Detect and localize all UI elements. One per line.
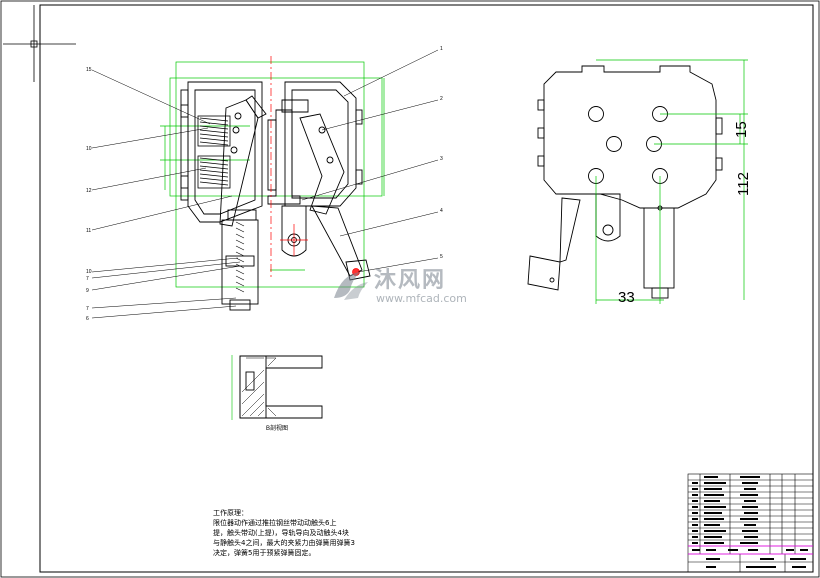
leader-label: 3 [440, 156, 443, 162]
front-view [160, 61, 385, 311]
section-caption: B剖视图 [266, 424, 288, 432]
leader-label: 10 [86, 146, 92, 152]
note-line: 决定，弹簧5用于预紧弹簧固定。 [213, 549, 316, 557]
note-line: 限位器动作通过推拉钢丝带动动触头6上 [213, 519, 337, 527]
front-view-dimension-lines [160, 61, 385, 288]
dimension-label: 33 [618, 289, 635, 306]
watermark: 沐风网 www.mfcad.com [330, 262, 500, 310]
mfcad-logo-icon [334, 272, 368, 300]
watermark-name: 沐风网 [374, 268, 447, 293]
leader-label: 7 [86, 306, 89, 312]
thread-hatch [235, 221, 245, 293]
note-line: 工作原理： [213, 509, 248, 517]
leader-label: 11 [86, 228, 91, 234]
crosshair-cursor [3, 5, 76, 82]
leader-label: 12 [86, 188, 92, 194]
leader-label: 7 [86, 276, 89, 282]
watermark-url: www.mfcad.com [376, 292, 467, 305]
leader-label: 10 [86, 269, 92, 275]
leader-lines-left [91, 69, 241, 319]
leader-label: 5 [440, 254, 443, 260]
working-principle-notes: 工作原理： 限位器动作通过推拉钢丝带动动触头6上 提，触头带动(上提)，导轨导向… [213, 508, 403, 558]
leader-label: 9 [86, 288, 89, 294]
note-line: 与静触头4之间，最大的夹紧力由弹簧用弹簧3 [213, 539, 355, 547]
leader-lines-right [301, 49, 439, 273]
spring-stack [197, 115, 231, 189]
leader-label: 6 [86, 316, 89, 322]
section-view [231, 355, 323, 420]
title-block-text-marks [692, 476, 808, 568]
leader-label: 4 [440, 208, 443, 214]
side-view-dimensions [595, 59, 748, 304]
title-block-accent [688, 545, 813, 555]
dimension-label: 15 [733, 121, 750, 138]
leader-label: 2 [440, 96, 443, 102]
dimension-label: 112 [735, 172, 752, 196]
leader-labels-left: 15 10 12 11 10 7 9 7 6 [86, 67, 92, 322]
note-line: 提，触头带动(上提)，导轨导向及动触头4块 [213, 529, 349, 537]
centerlines [270, 56, 360, 278]
side-view [527, 65, 723, 299]
inner-frame [39, 4, 814, 573]
leader-label: 15 [86, 67, 92, 73]
leader-label: 1 [440, 46, 443, 52]
leader-labels-right: 1 2 3 4 5 [440, 46, 443, 260]
